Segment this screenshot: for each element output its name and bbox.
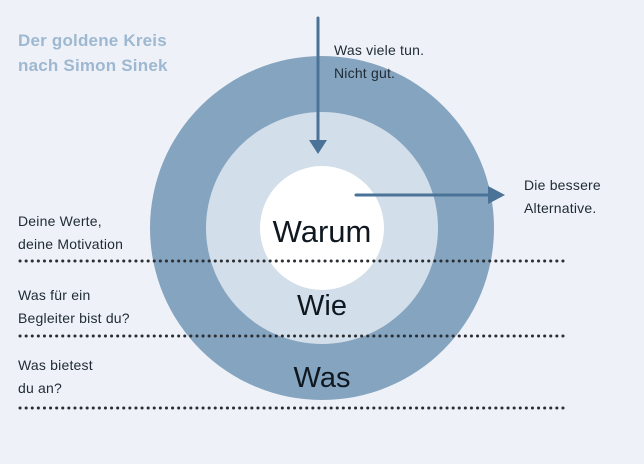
- diagram-title: Der goldene Kreis nach Simon Sinek: [18, 31, 168, 75]
- circle-word-was: Was: [293, 362, 351, 394]
- circle-word-warum: Warum: [272, 214, 372, 249]
- inner-circle: [260, 166, 384, 290]
- arrow-down-icon: [309, 140, 327, 154]
- circle-word-wie: Wie: [297, 290, 347, 322]
- arrow-right-icon: [488, 186, 505, 204]
- top-annotation: Was viele tun. Nicht gut.: [334, 42, 425, 81]
- left-label-warum: Deine Werte, deine Motivation: [18, 213, 124, 252]
- left-label-was: Was bietest du an?: [18, 357, 93, 396]
- left-label-wie: Was für ein Begleiter bist du?: [18, 287, 130, 326]
- right-annotation: Die bessere Alternative.: [524, 177, 601, 216]
